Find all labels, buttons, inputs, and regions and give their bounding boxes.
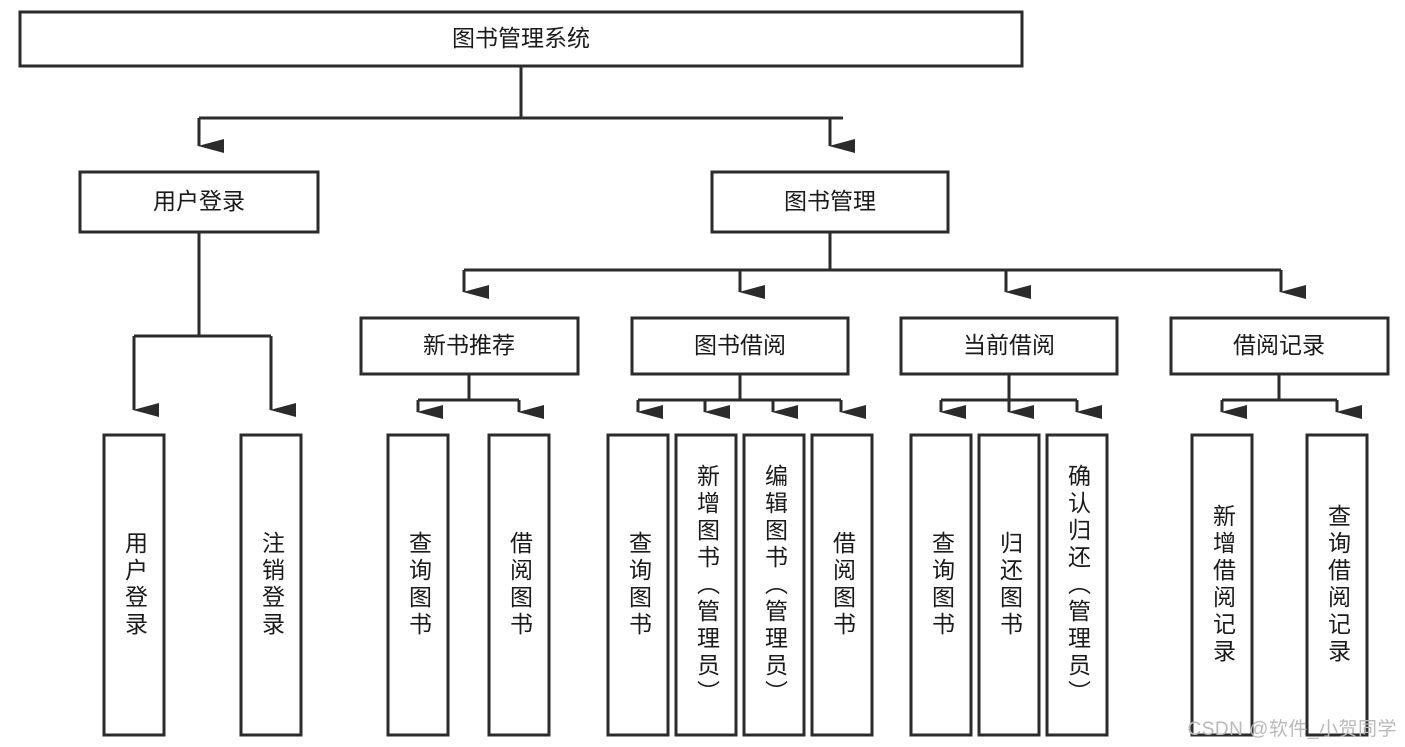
leaf-query-borrow-record[interactable] bbox=[1305, 433, 1369, 737]
connector-bookborrow-to-leaves bbox=[636, 374, 866, 419]
leaf-return-book[interactable] bbox=[977, 433, 1041, 737]
node-user-login-label: 用户登录 bbox=[153, 188, 245, 214]
leaf-query-book-3[interactable] bbox=[909, 433, 973, 737]
leaf-confirm-return-admin[interactable] bbox=[1045, 433, 1109, 737]
node-borrow-record-label: 借阅记录 bbox=[1233, 332, 1325, 358]
leaf-logout-login[interactable] bbox=[239, 433, 303, 737]
node-book-borrow-label: 图书借阅 bbox=[694, 332, 786, 358]
node-user-login[interactable]: 用户登录 bbox=[78, 170, 320, 234]
node-new-book-recommend[interactable]: 新书推荐 bbox=[359, 316, 580, 376]
leaf-add-borrow-record[interactable] bbox=[1190, 433, 1254, 737]
leaf-add-book-admin[interactable] bbox=[674, 433, 738, 737]
connector-newbook-to-leaves bbox=[416, 374, 544, 419]
node-new-book-recommend-label: 新书推荐 bbox=[423, 332, 515, 358]
connector-bookmanagement-to-level3 bbox=[462, 232, 1306, 299]
leaf-borrow-book-1[interactable] bbox=[487, 433, 551, 737]
node-book-management[interactable]: 图书管理 bbox=[710, 170, 950, 234]
connector-root-to-level2 bbox=[197, 66, 855, 153]
connector-borrowrecord-to-leaves bbox=[1220, 374, 1362, 419]
node-root[interactable]: 图书管理系统 bbox=[18, 10, 1024, 68]
node-current-borrow-label: 当前借阅 bbox=[963, 332, 1055, 358]
node-book-management-label: 图书管理 bbox=[784, 188, 876, 214]
node-root-label: 图书管理系统 bbox=[452, 25, 590, 51]
connector-userlogin-to-leaves bbox=[132, 232, 296, 417]
csdn-watermark: CSDN @软件_小贺同学 bbox=[1187, 719, 1397, 740]
leaf-user-login[interactable] bbox=[102, 433, 166, 737]
node-current-borrow[interactable]: 当前借阅 bbox=[899, 316, 1119, 376]
node-book-borrow[interactable]: 图书借阅 bbox=[630, 316, 850, 376]
connector-currentborrow-to-leaves bbox=[939, 374, 1102, 419]
leaf-query-book-1[interactable] bbox=[386, 433, 450, 737]
leaf-query-book-2[interactable] bbox=[606, 433, 670, 737]
node-borrow-record[interactable]: 借阅记录 bbox=[1169, 316, 1390, 376]
leaf-borrow-book-2[interactable] bbox=[810, 433, 874, 737]
leaf-edit-book-admin[interactable] bbox=[742, 433, 806, 737]
